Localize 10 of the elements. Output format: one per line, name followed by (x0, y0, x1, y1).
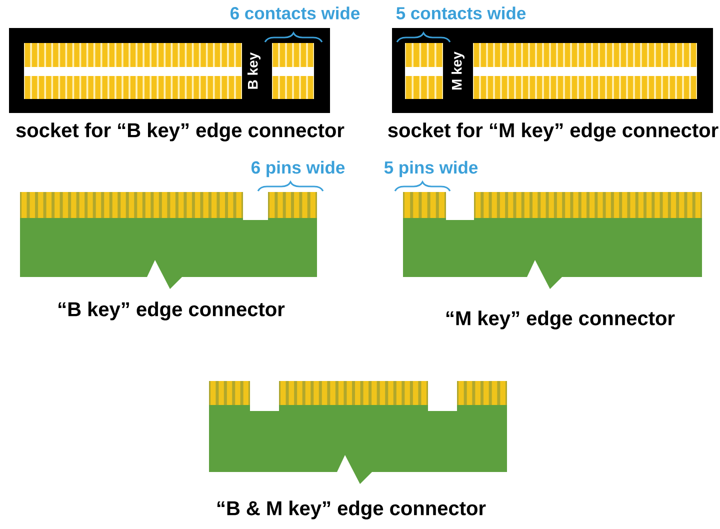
dimension-label: 6 pins wide (251, 160, 345, 178)
key-label: B key (247, 52, 261, 89)
node-label: “M key” edge connector (446, 310, 675, 330)
dimension-label: 6 contacts wide (230, 6, 360, 20)
node-label: “B key” edge connector (58, 302, 285, 320)
node-label: socket for “B key” edge connector (16, 122, 344, 142)
node-label: “B & M key” edge connector (217, 500, 486, 520)
key-label: M key (451, 52, 465, 90)
dimension-label: 5 pins wide (384, 160, 478, 178)
node-label: socket for “M key” edge connector (388, 122, 718, 142)
